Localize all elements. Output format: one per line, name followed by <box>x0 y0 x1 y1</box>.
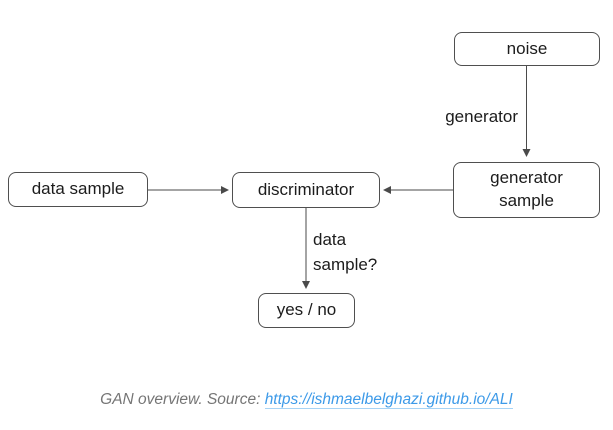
node-data-sample: data sample <box>8 172 148 207</box>
caption-link[interactable]: https://ishmaelbelghazi.github.io/ALI <box>264 391 513 409</box>
caption-text: GAN overview. Source: <box>100 391 265 408</box>
node-yes-no: yes / no <box>258 293 355 328</box>
node-generator-sample: generator sample <box>453 162 600 218</box>
caption: GAN overview. Source: https://ishmaelbel… <box>0 391 613 409</box>
node-noise: noise <box>454 32 600 66</box>
node-discriminator: discriminator <box>232 172 380 208</box>
edge-label-generator: generator <box>445 107 518 126</box>
edge-label-data-sample-question: data sample? <box>313 230 378 274</box>
